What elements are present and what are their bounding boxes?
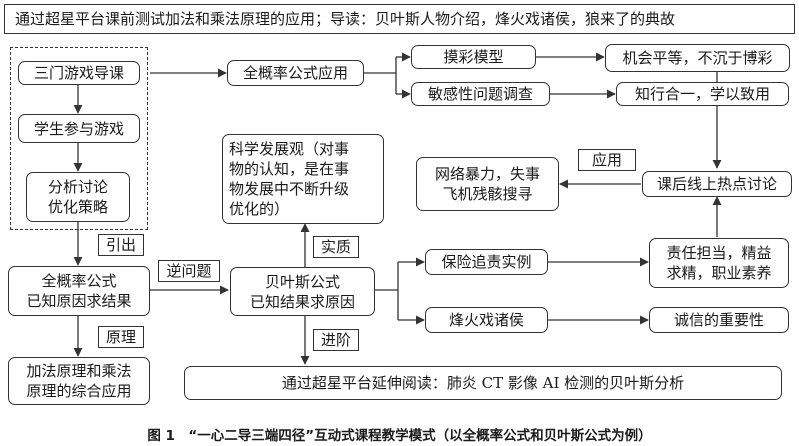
label-principle: 原理 — [98, 326, 144, 348]
node-addition-multiplication: 加法原理和乘法 原理的综合应用 — [8, 357, 150, 405]
label-derive: 引出 — [98, 234, 144, 256]
node-extended-reading: 通过超星平台延伸阅读：肺炎 CT 影像 AI 检测的贝叶斯分析 — [184, 366, 782, 400]
figure-caption: 图 1 “一心二导三端四径”互动式课程教学模式（以全概率公式和贝叶斯公式为例） — [147, 428, 652, 444]
label-inverse-problem: 逆问题 — [158, 260, 220, 282]
node-equal-opportunity: 机会平等，不沉于博彩 — [605, 44, 790, 72]
node-analysis-discussion: 分析讨论 优化策略 — [26, 172, 130, 222]
node-sensitive-survey: 敏感性问题调查 — [411, 82, 550, 106]
node-scientific-view: 科学发展观（对事 物的认知，是在事 物发展中不断升级 优化的） — [222, 134, 384, 224]
node-total-probability: 全概率公式 已知原因求结果 — [8, 266, 150, 316]
label-essence: 实质 — [313, 236, 359, 258]
node-responsibility: 责任担当，精益 求精，职业素养 — [649, 238, 789, 288]
node-integrity: 诚信的重要性 — [649, 307, 789, 333]
label-application: 应用 — [578, 149, 636, 171]
intro-group-frame — [10, 47, 148, 230]
node-cyber-violence: 网络暴力，失事 飞机残骸搜寻 — [416, 157, 559, 211]
top-banner: 通过超星平台课前测试加法和乘法原理的应用；导读：贝叶斯人物介绍，烽火戏诸侯，狼来… — [4, 4, 795, 34]
edge-app-to-branches — [364, 57, 397, 94]
node-beacon-fire: 烽火戏诸侯 — [425, 307, 548, 333]
node-total-prob-application: 全概率公式应用 — [227, 60, 364, 86]
node-students-play: 学生参与游戏 — [18, 114, 140, 143]
node-lottery-model: 摸彩模型 — [411, 45, 536, 69]
edge-bayes-to-branches — [375, 262, 399, 320]
node-online-hot-discussion: 课后线上热点讨论 — [642, 171, 792, 197]
node-unity-knowledge-action: 知行合一，学以致用 — [616, 82, 789, 106]
node-three-door-game: 三门游戏导课 — [18, 61, 140, 85]
node-bayes-formula: 贝叶斯公式 已知结果求原因 — [230, 267, 375, 316]
label-advanced: 进阶 — [313, 329, 359, 351]
node-insurance-case: 保险追责实例 — [425, 249, 548, 275]
